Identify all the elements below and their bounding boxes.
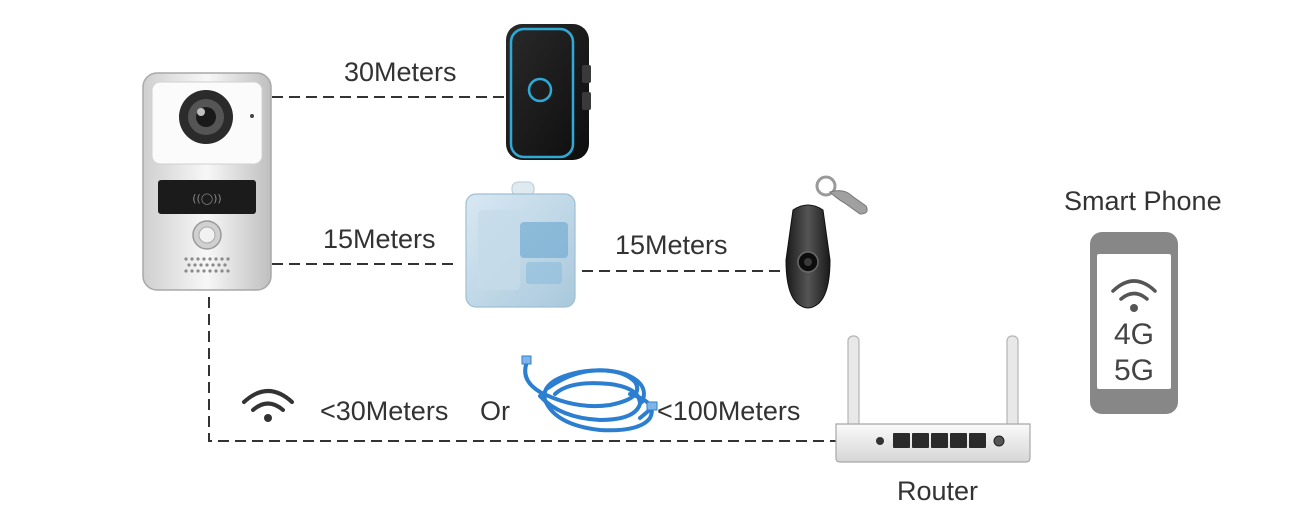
router-icon: [835, 335, 1031, 463]
wifi-icon: [242, 389, 294, 422]
label-doorbell-chime-distance: 30Meters: [344, 57, 457, 87]
wireless-chime-icon: [506, 24, 591, 160]
video-doorbell-icon: ((◯)): [142, 72, 272, 291]
connection-lines: [208, 96, 840, 442]
label-relay-remote-distance: 15Meters: [615, 230, 728, 260]
label-smart-phone: Smart Phone: [1064, 186, 1222, 216]
svg-text:((◯)): ((◯)): [192, 192, 221, 205]
label-router: Router: [897, 476, 979, 506]
phone-wifi-icon: [1111, 279, 1157, 301]
phone-network-5g: 5G: [1113, 354, 1155, 387]
label-doorbell-relay-distance: 15Meters: [323, 224, 436, 254]
smartphone-icon: [1090, 232, 1178, 414]
label-or: Or: [480, 396, 510, 426]
label-wifi-distance: <30Meters: [320, 396, 449, 426]
key-fob-remote-icon: [785, 175, 868, 309]
phone-network-4g: 4G: [1113, 318, 1155, 351]
ethernet-cable-icon: [521, 355, 658, 433]
line-doorbell-router: [208, 297, 840, 442]
relay-box-icon: [465, 181, 576, 308]
label-cable-distance: <100Meters: [657, 396, 801, 426]
